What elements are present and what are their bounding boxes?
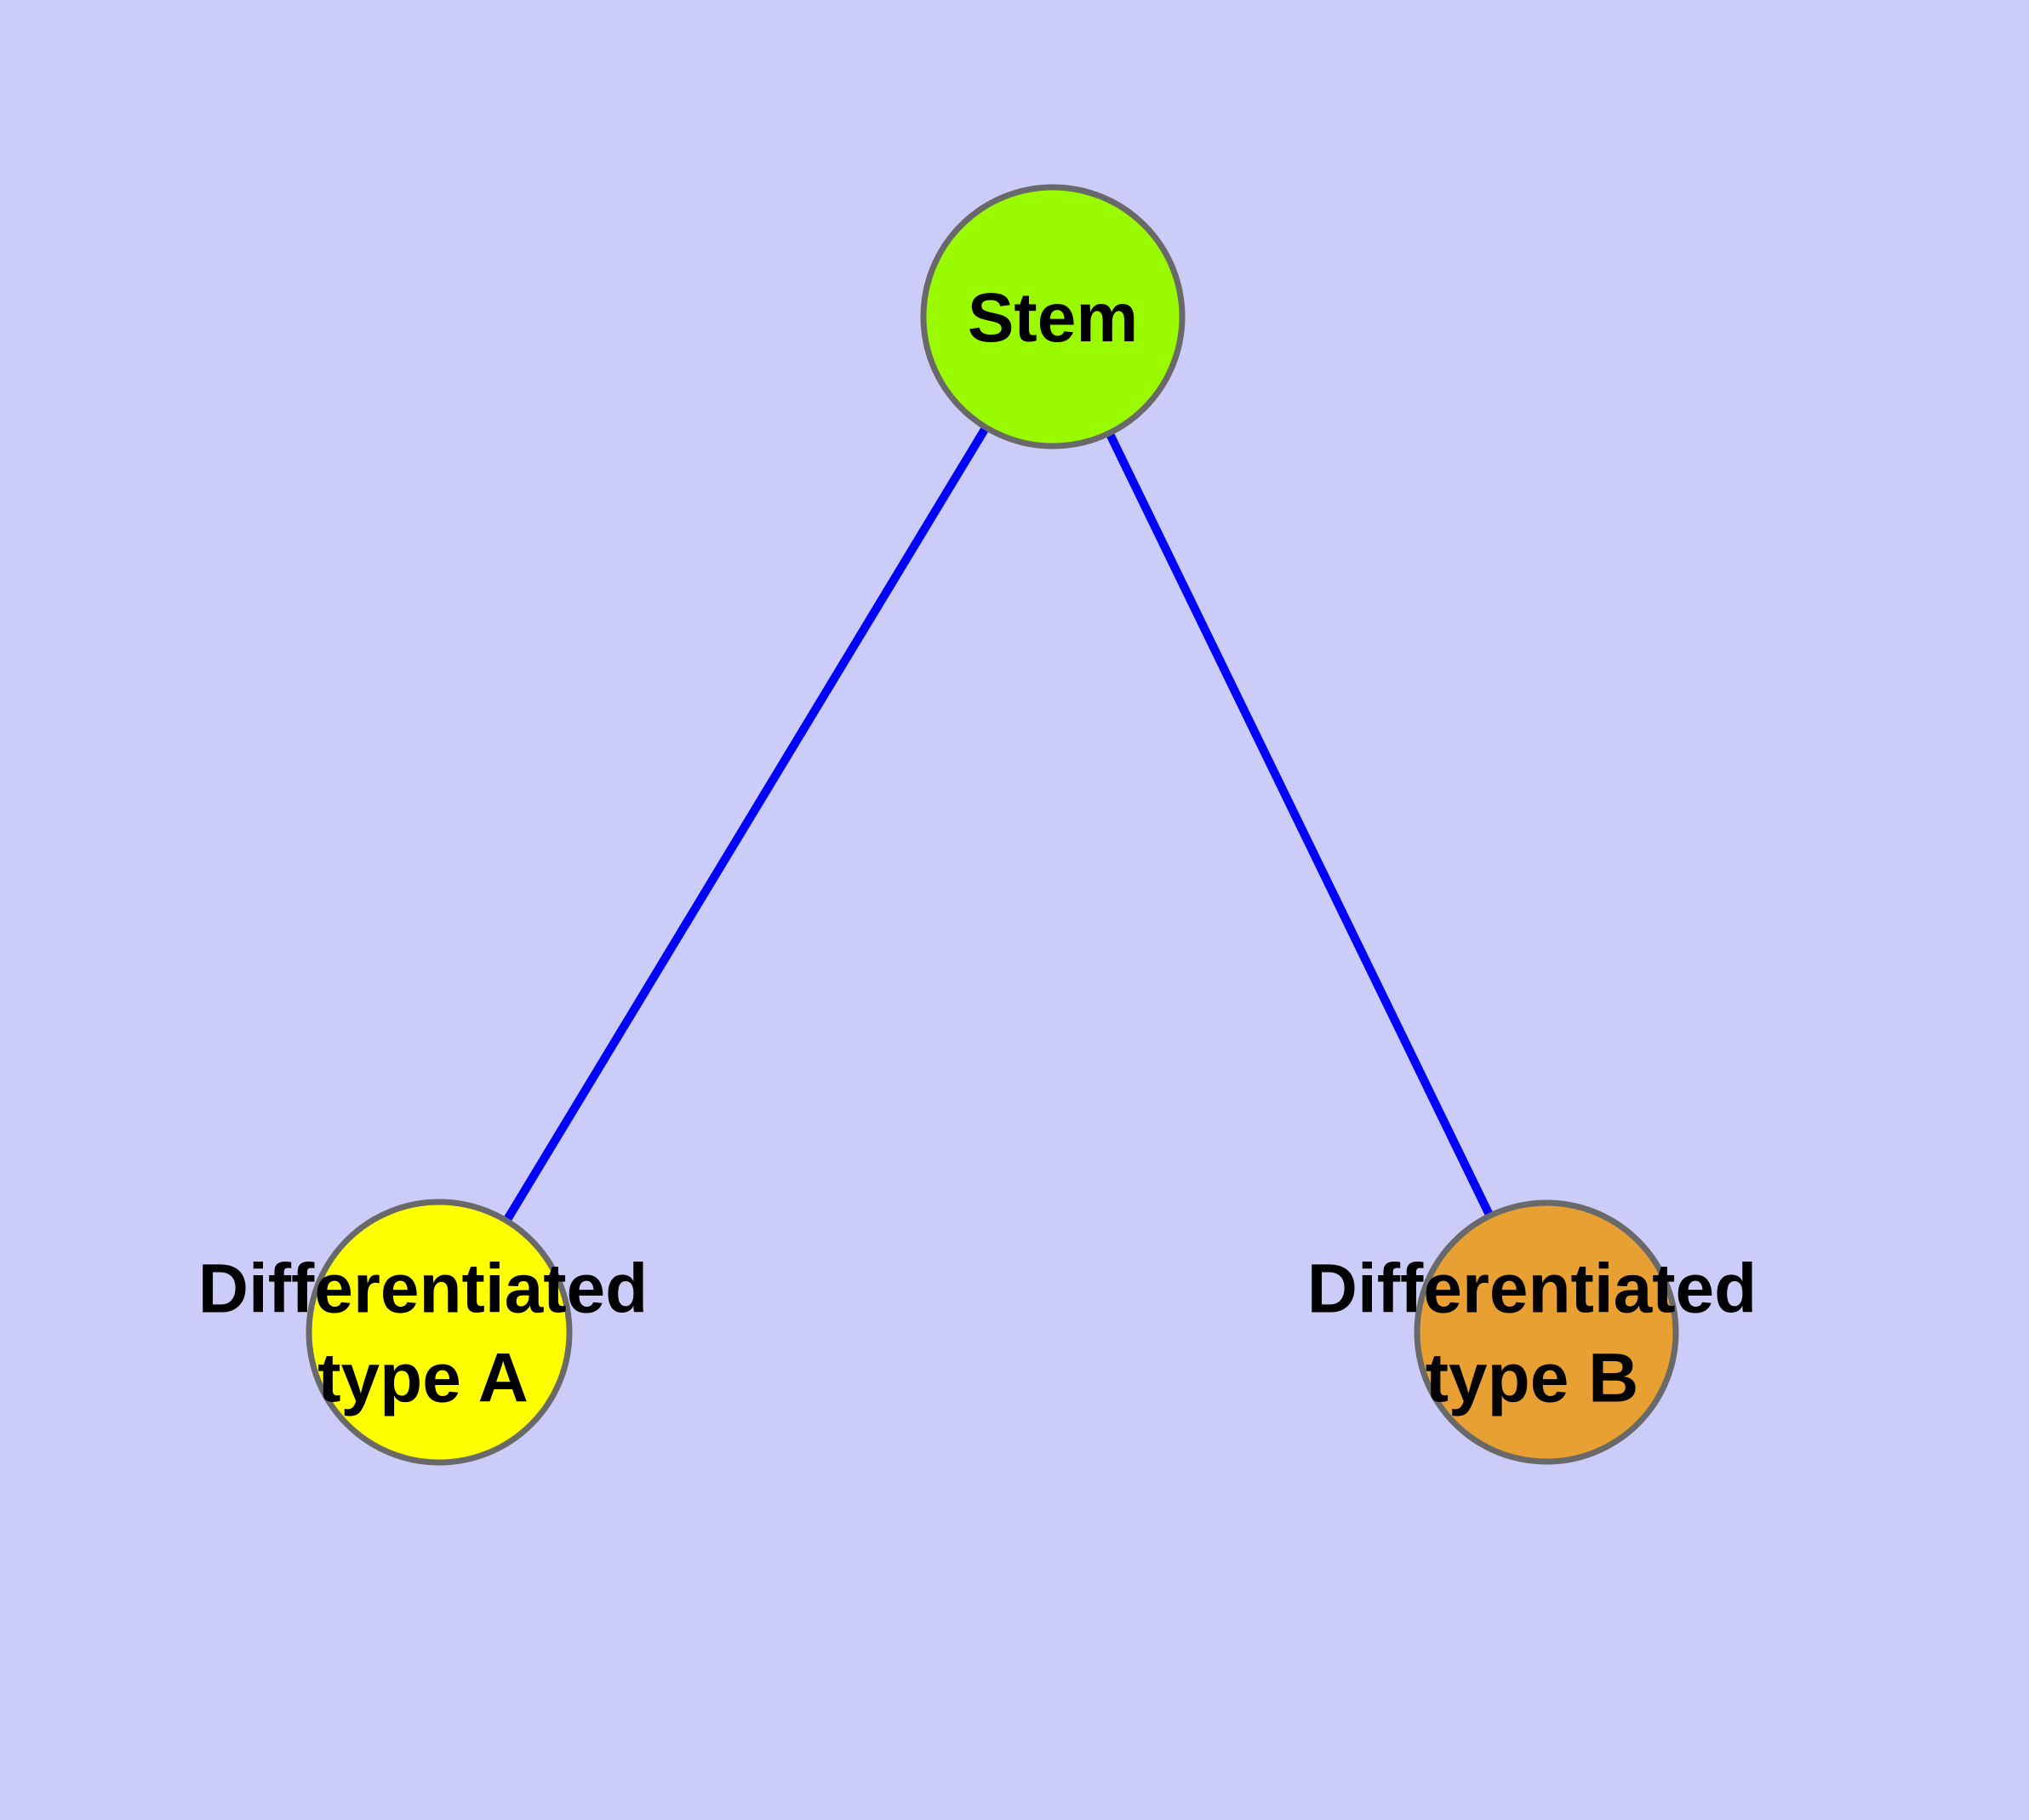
node-differentiated-type-a-label: Differentiated type A <box>198 1251 649 1417</box>
node-stem-circle[interactable] <box>920 184 1186 449</box>
node-differentiated-type-b-circle[interactable] <box>1414 1199 1679 1465</box>
node-layer <box>306 184 1679 1466</box>
node-type-a-label-line2: type A <box>317 1340 529 1417</box>
edge-stem-to-type-b[interactable] <box>1049 314 1551 1335</box>
node-type-b-label-line2: type B <box>1426 1340 1639 1417</box>
edge-layer <box>435 314 1551 1335</box>
node-type-b-label-line1: Differentiated <box>1307 1251 1758 1328</box>
node-differentiated-type-a-circle[interactable] <box>306 1199 573 1466</box>
label-layer: Stem Differentiated type A Differentiate… <box>198 279 1758 1417</box>
node-stem-label: Stem <box>968 279 1139 357</box>
node-differentiated-type-b-label: Differentiated type B <box>1307 1251 1758 1417</box>
node-type-a-label-line1: Differentiated <box>198 1251 649 1328</box>
edge-stem-to-type-a[interactable] <box>435 314 1057 1335</box>
